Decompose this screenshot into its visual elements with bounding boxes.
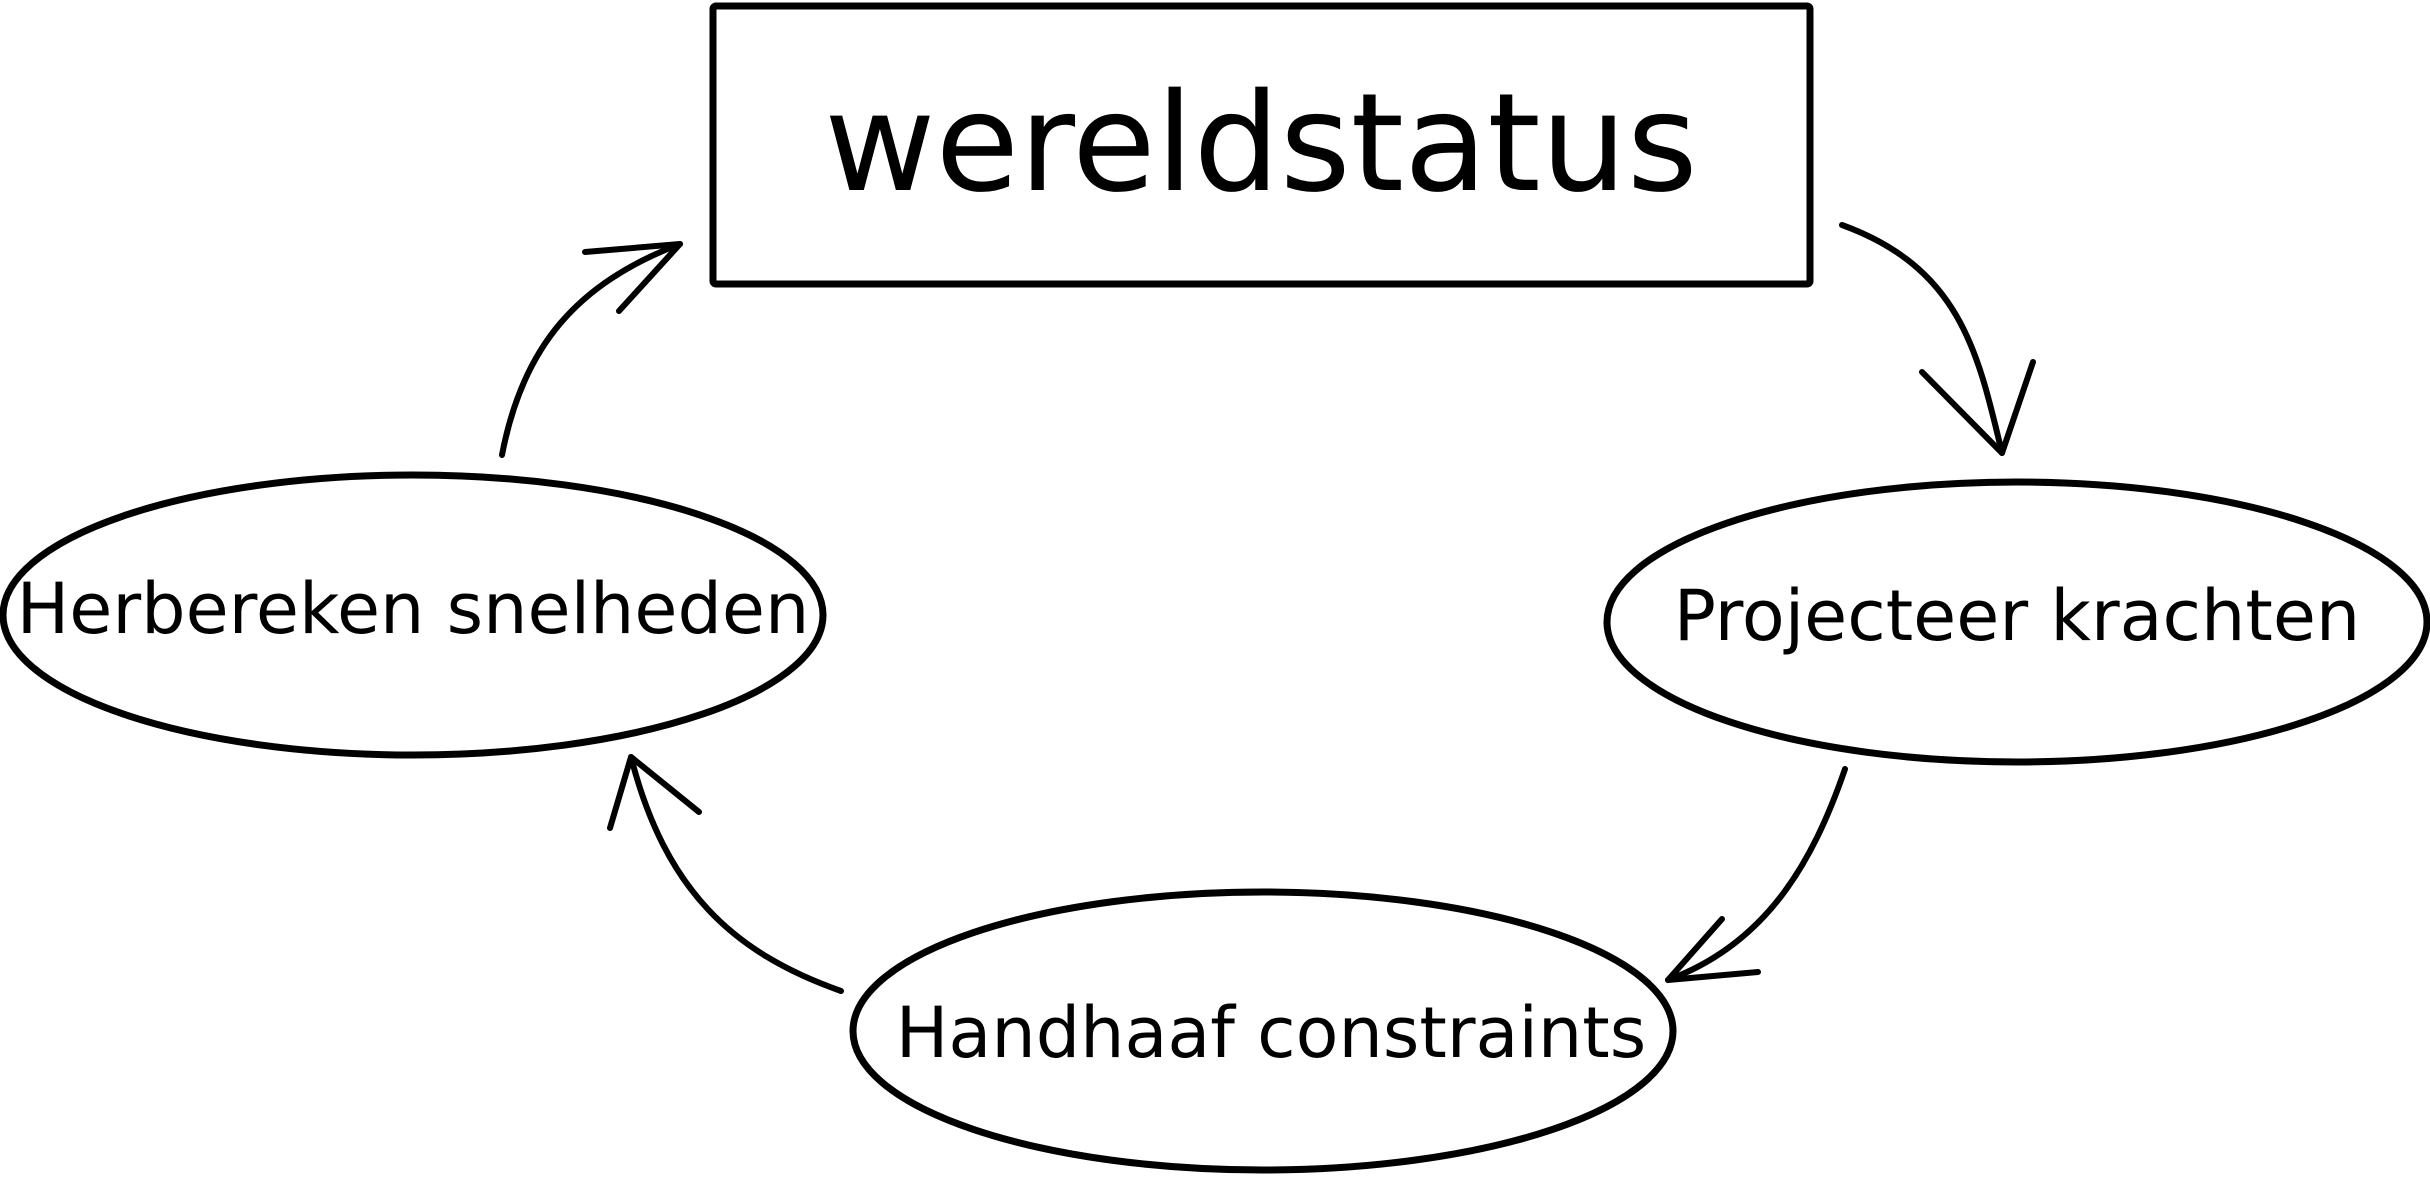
arrow-curve	[499, 241, 683, 458]
node-world-state: wereldstatus	[709, 2, 1814, 288]
project-forces-label: Projecteer krachten	[1674, 575, 2361, 657]
arrow-project-forces-to-enforce-constraints	[1665, 766, 1848, 983]
node-project-forces: Projecteer krachten	[1603, 478, 2430, 766]
arrow-curve	[1665, 766, 1848, 983]
arrowhead-icon	[1919, 359, 2036, 456]
node-recompute-velocities: Herbereken snelheden	[0, 471, 827, 759]
arrowhead-icon	[582, 241, 683, 314]
enforce-constraints-label: Handhaaf constraints	[896, 992, 1646, 1074]
arrowhead-icon	[607, 754, 702, 831]
arrowhead-icon	[1665, 916, 1761, 983]
recompute-velocities-ellipse	[0, 471, 827, 759]
arrow-curve	[1839, 222, 2005, 456]
project-forces-ellipse	[1603, 478, 2430, 766]
world-state-label: wereldstatus	[824, 65, 1698, 223]
arrow-curve	[628, 754, 844, 994]
arrow-recompute-velocities-to-world-state	[499, 241, 683, 458]
arrow-enforce-constraints-to-recompute-velocities	[607, 754, 844, 994]
arrow-world-state-to-project-forces	[1839, 222, 2036, 456]
world-state-box	[709, 2, 1814, 288]
node-enforce-constraints: Handhaaf constraints	[849, 888, 1677, 1174]
recompute-velocities-label: Herbereken snelheden	[17, 568, 810, 650]
enforce-constraints-ellipse	[849, 888, 1677, 1174]
